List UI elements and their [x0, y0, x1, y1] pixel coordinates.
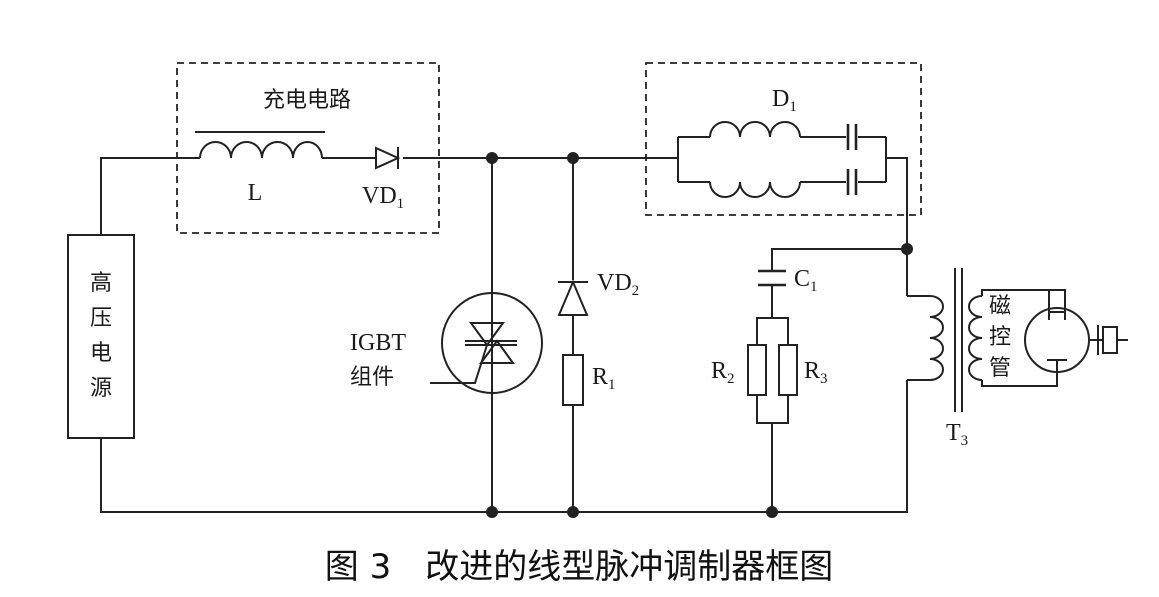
transformer-t3-label: T3 — [946, 420, 968, 449]
charging-circuit-title: 充电电路 — [263, 88, 351, 113]
inductor-label: L — [248, 180, 263, 206]
charging-circuit-block: 充电电路 L VD1 — [176, 62, 440, 234]
magnetron-char-3: 管 — [989, 356, 1011, 381]
capacitor-c1-label: C1 — [794, 266, 818, 295]
resistor-r1-label: R1 — [592, 364, 616, 393]
junction-dots — [486, 152, 913, 518]
resistor-r2-label: R2 — [711, 358, 735, 387]
power-supply-char-4: 源 — [90, 376, 112, 401]
capacitor-c1-symbol — [758, 269, 786, 287]
inductor-symbol — [195, 131, 325, 159]
igbt-symbol — [430, 292, 543, 394]
igbt-label-line2: 组件 — [350, 365, 394, 390]
resistor-r3-label: R3 — [804, 358, 828, 387]
power-supply-char-3: 电 — [90, 341, 112, 366]
resistor-r1-symbol — [562, 354, 584, 406]
resistor-r3-symbol — [778, 344, 798, 396]
power-supply-char-2: 压 — [90, 306, 112, 331]
diode-vd2-symbol — [557, 279, 589, 316]
d1-label: D1 — [772, 86, 797, 115]
magnetron-symbol — [1024, 289, 1128, 387]
resistor-r2-symbol — [747, 344, 767, 396]
figure-caption: 图 3 改进的线型脉冲调制器框图 — [325, 547, 833, 587]
d1-line-block: D1 — [645, 62, 922, 216]
transformer-t3-symbol — [929, 268, 1040, 412]
magnetron-char-1: 磁 — [989, 294, 1011, 319]
diode-vd1-symbol — [375, 146, 401, 170]
diode-vd1-label: VD1 — [362, 183, 404, 212]
diode-vd2-label: VD2 — [597, 270, 639, 299]
igbt-label-line1: IGBT — [350, 330, 406, 356]
wires — [100, 157, 930, 513]
power-supply-block: 高 压 电 源 — [67, 234, 135, 439]
power-supply-char-1: 高 — [90, 271, 112, 296]
magnetron-char-2: 控 — [989, 325, 1011, 350]
resistor-r2-r3-network — [747, 317, 798, 424]
